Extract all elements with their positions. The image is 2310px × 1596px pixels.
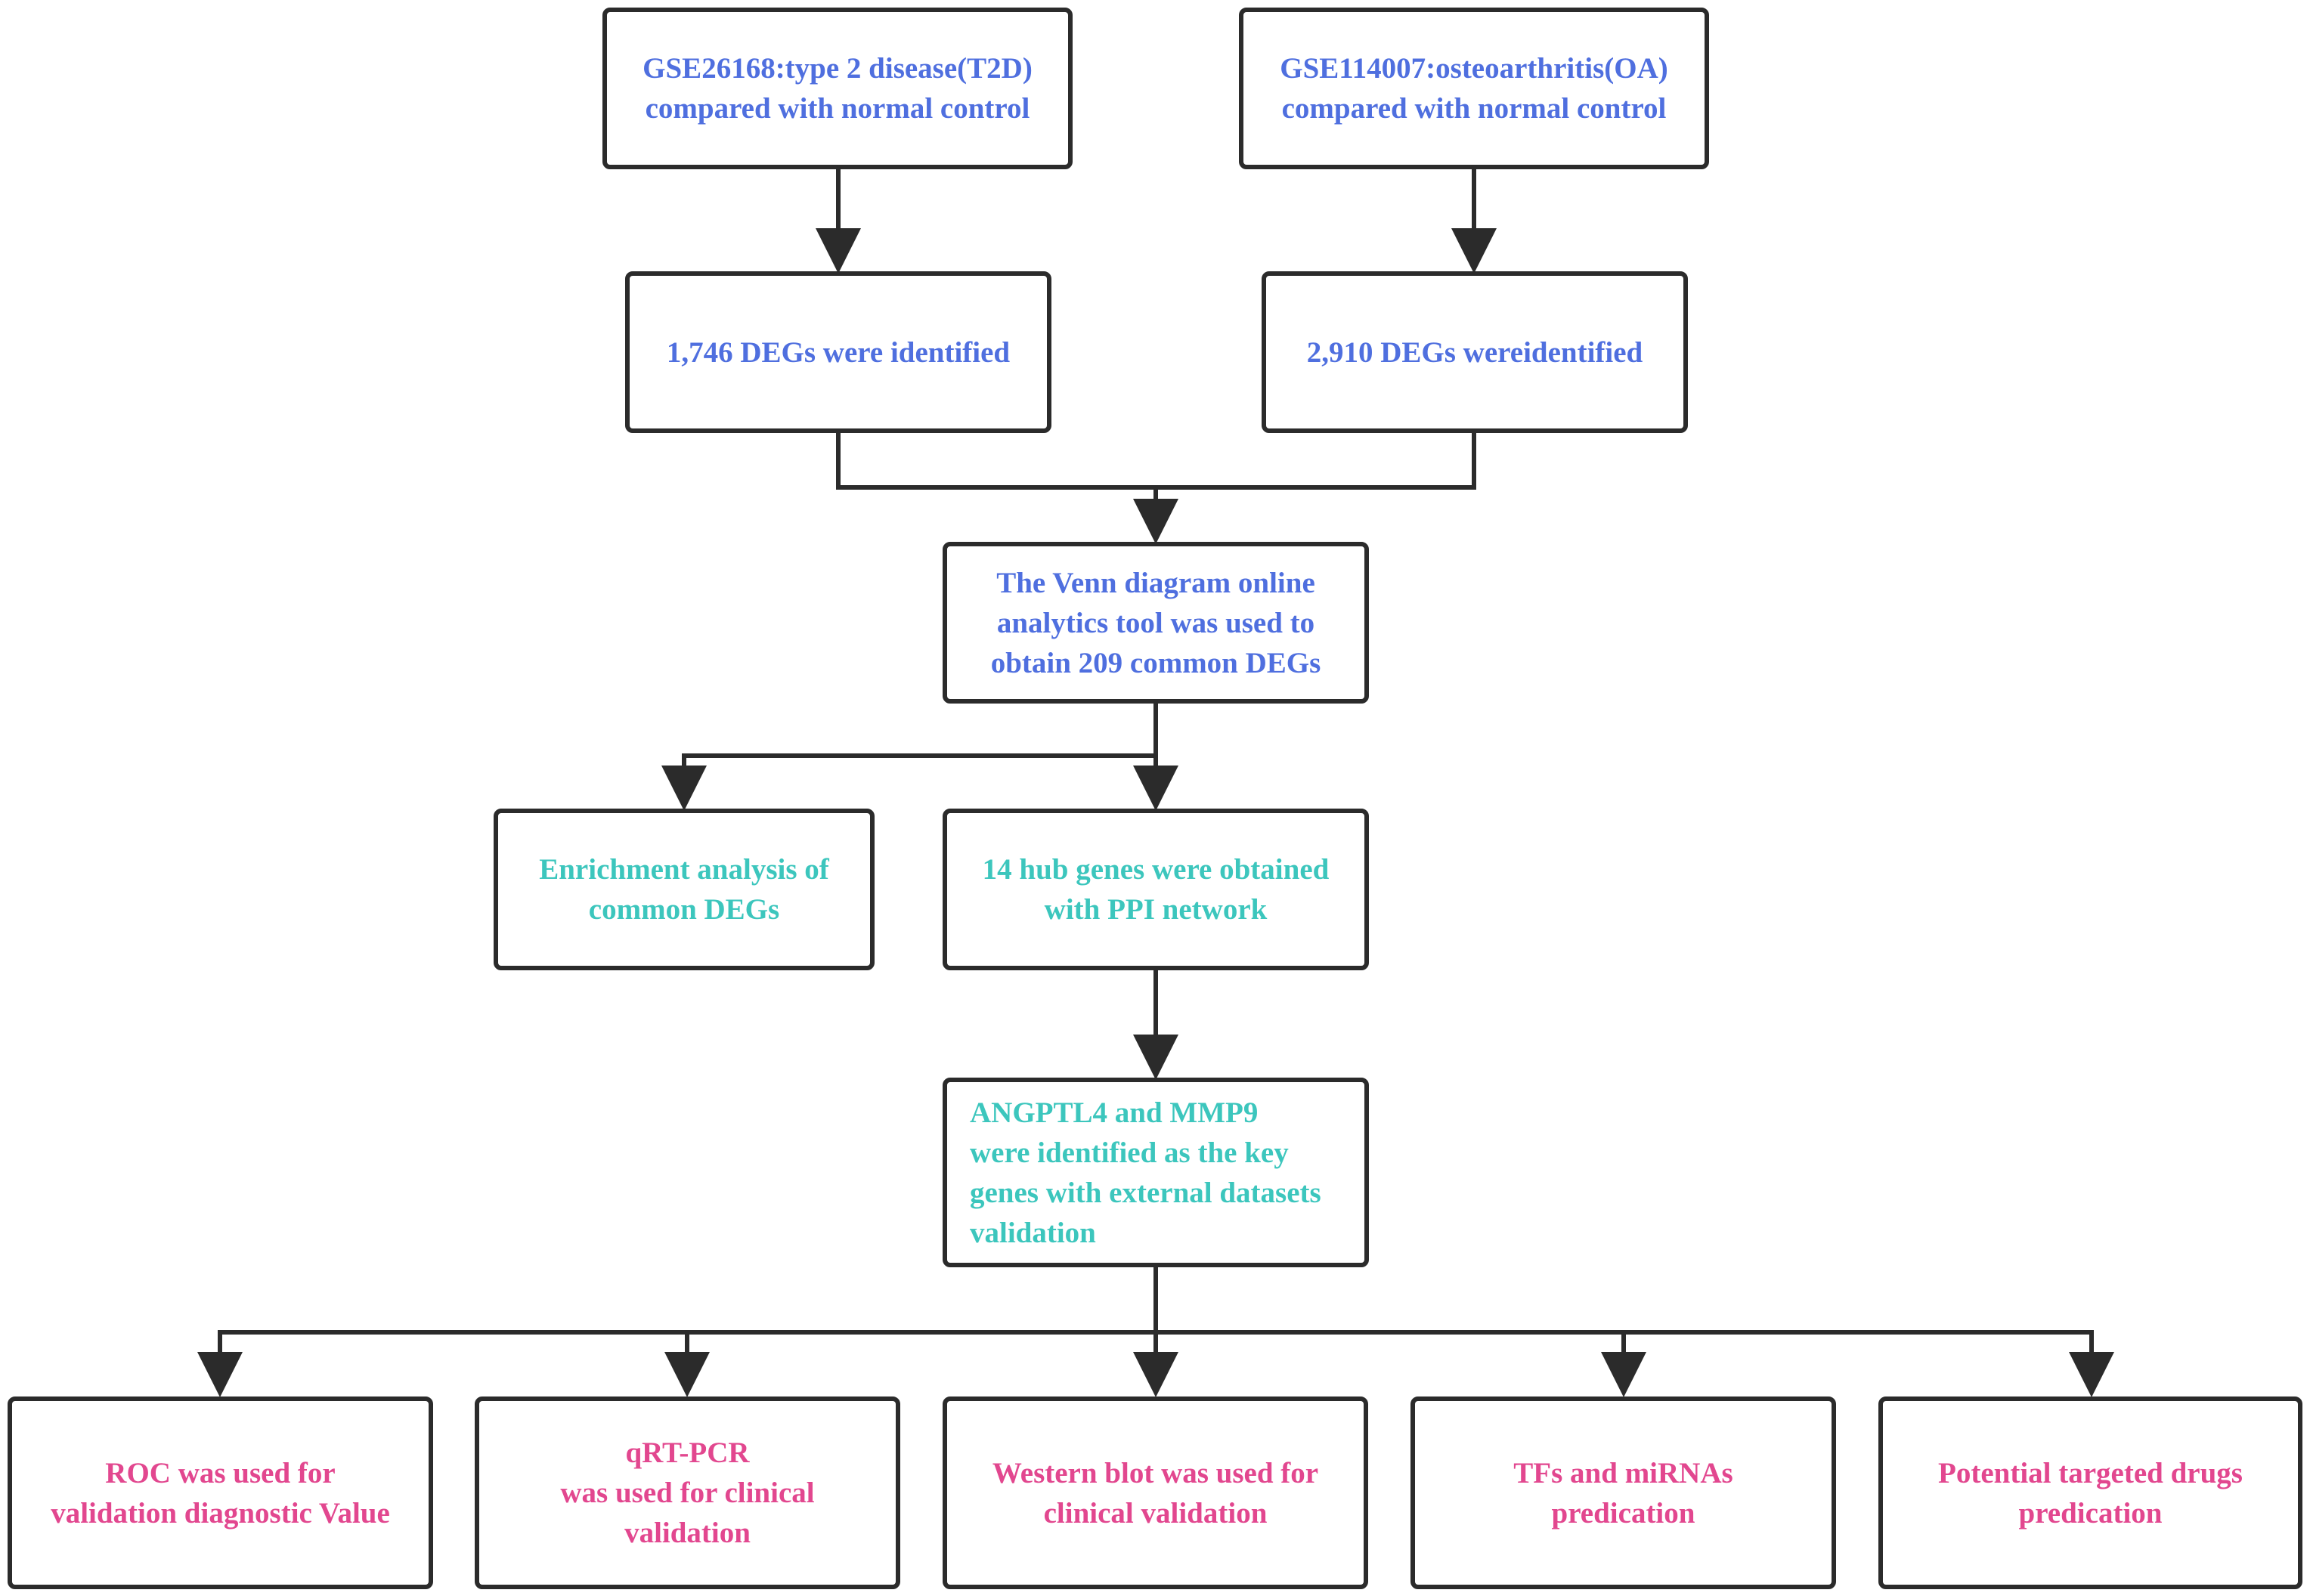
drugs-text: Potential targeted drugs predication: [1938, 1456, 2243, 1530]
oa-degs-box: 2,910 DEGs wereidentified: [1262, 271, 1688, 433]
output-bus-left: [197, 1330, 1156, 1397]
key-genes-text: ANGPTL4 and MMP9 were identified as the …: [970, 1096, 1321, 1249]
enrichment-text: Enrichment analysis of common DEGs: [539, 853, 829, 926]
hub-genes-text: 14 hub genes were obtained with PPI netw…: [982, 853, 1330, 926]
t2d-degs-text: 1,746 DEGs were identified: [666, 336, 1011, 369]
tfs-mirnas-text: TFs and miRNAs predication: [1513, 1456, 1733, 1530]
venn-box: The Venn diagram online analytics tool w…: [943, 542, 1369, 704]
roc-box: ROC was used for validation diagnostic V…: [8, 1396, 433, 1589]
t2d-dataset-box: GSE26168:type 2 disease(T2D) compared wi…: [602, 8, 1073, 169]
drugs-box: Potential targeted drugs predication: [1878, 1396, 2302, 1589]
venn-text: The Venn diagram online analytics tool w…: [990, 566, 1321, 679]
t2d-dataset-text: GSE26168:type 2 disease(T2D) compared wi…: [643, 52, 1033, 125]
oa-dataset-box: GSE114007:osteoarthritis(OA) compared wi…: [1239, 8, 1709, 169]
qrt-pcr-text: qRT-PCR was used for clinical validation: [560, 1437, 815, 1549]
arrow-venn-to-enrichment: [661, 753, 1156, 811]
western-blot-text: Western blot was used for clinical valid…: [992, 1456, 1319, 1530]
tfs-mirnas-box: TFs and miRNAs predication: [1410, 1396, 1836, 1589]
hub-genes-box: 14 hub genes were obtained with PPI netw…: [943, 809, 1369, 970]
western-blot-box: Western blot was used for clinical valid…: [943, 1396, 1368, 1589]
key-genes-box: ANGPTL4 and MMP9 were identified as the …: [943, 1078, 1369, 1267]
enrichment-box: Enrichment analysis of common DEGs: [494, 809, 875, 970]
roc-text: ROC was used for validation diagnostic V…: [51, 1456, 390, 1530]
t2d-degs-box: 1,746 DEGs were identified: [625, 271, 1051, 433]
oa-degs-text: 2,910 DEGs wereidentified: [1306, 336, 1643, 369]
oa-dataset-text: GSE114007:osteoarthritis(OA) compared wi…: [1280, 52, 1668, 125]
merge-degs-connector: [836, 433, 1476, 490]
output-bus-right: [1156, 1330, 2114, 1397]
qrt-pcr-box: qRT-PCR was used for clinical validation: [475, 1396, 900, 1589]
